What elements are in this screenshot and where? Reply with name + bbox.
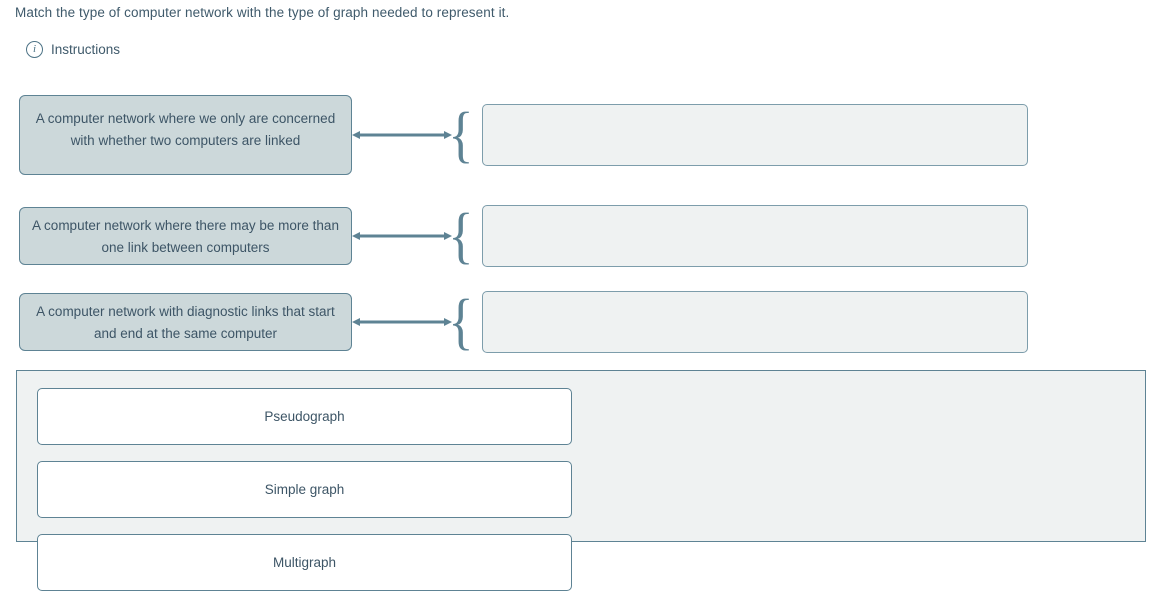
connector: { [352,104,478,166]
answer-bank-grid: Pseudograph Simple graph Multigraph [37,388,1125,591]
info-circle-icon: i [26,41,43,58]
drop-zone[interactable] [482,291,1028,353]
answer-option[interactable]: Pseudograph [37,388,572,445]
connector: { [352,291,478,353]
match-row: A computer network with diagnostic links… [19,282,1028,362]
connector: { [352,205,478,267]
drop-zone[interactable] [482,104,1028,166]
double-arrow-icon [352,129,453,141]
drop-zone[interactable] [482,205,1028,267]
match-row: A computer network where there may be mo… [19,196,1028,276]
answer-bank: Pseudograph Simple graph Multigraph [16,370,1146,591]
instructions-button[interactable]: i Instructions [26,41,120,58]
prompt-card: A computer network where there may be mo… [19,207,352,265]
page-title: Match the type of computer network with … [15,5,510,20]
match-row: A computer network where we only are con… [19,95,1028,175]
answer-option[interactable]: Multigraph [37,534,572,591]
double-arrow-icon [352,230,453,242]
prompt-card: A computer network with diagnostic links… [19,293,352,351]
double-arrow-icon [352,316,453,328]
prompt-card: A computer network where we only are con… [19,95,352,175]
instructions-label: Instructions [51,42,121,57]
answer-option[interactable]: Simple graph [37,461,572,518]
